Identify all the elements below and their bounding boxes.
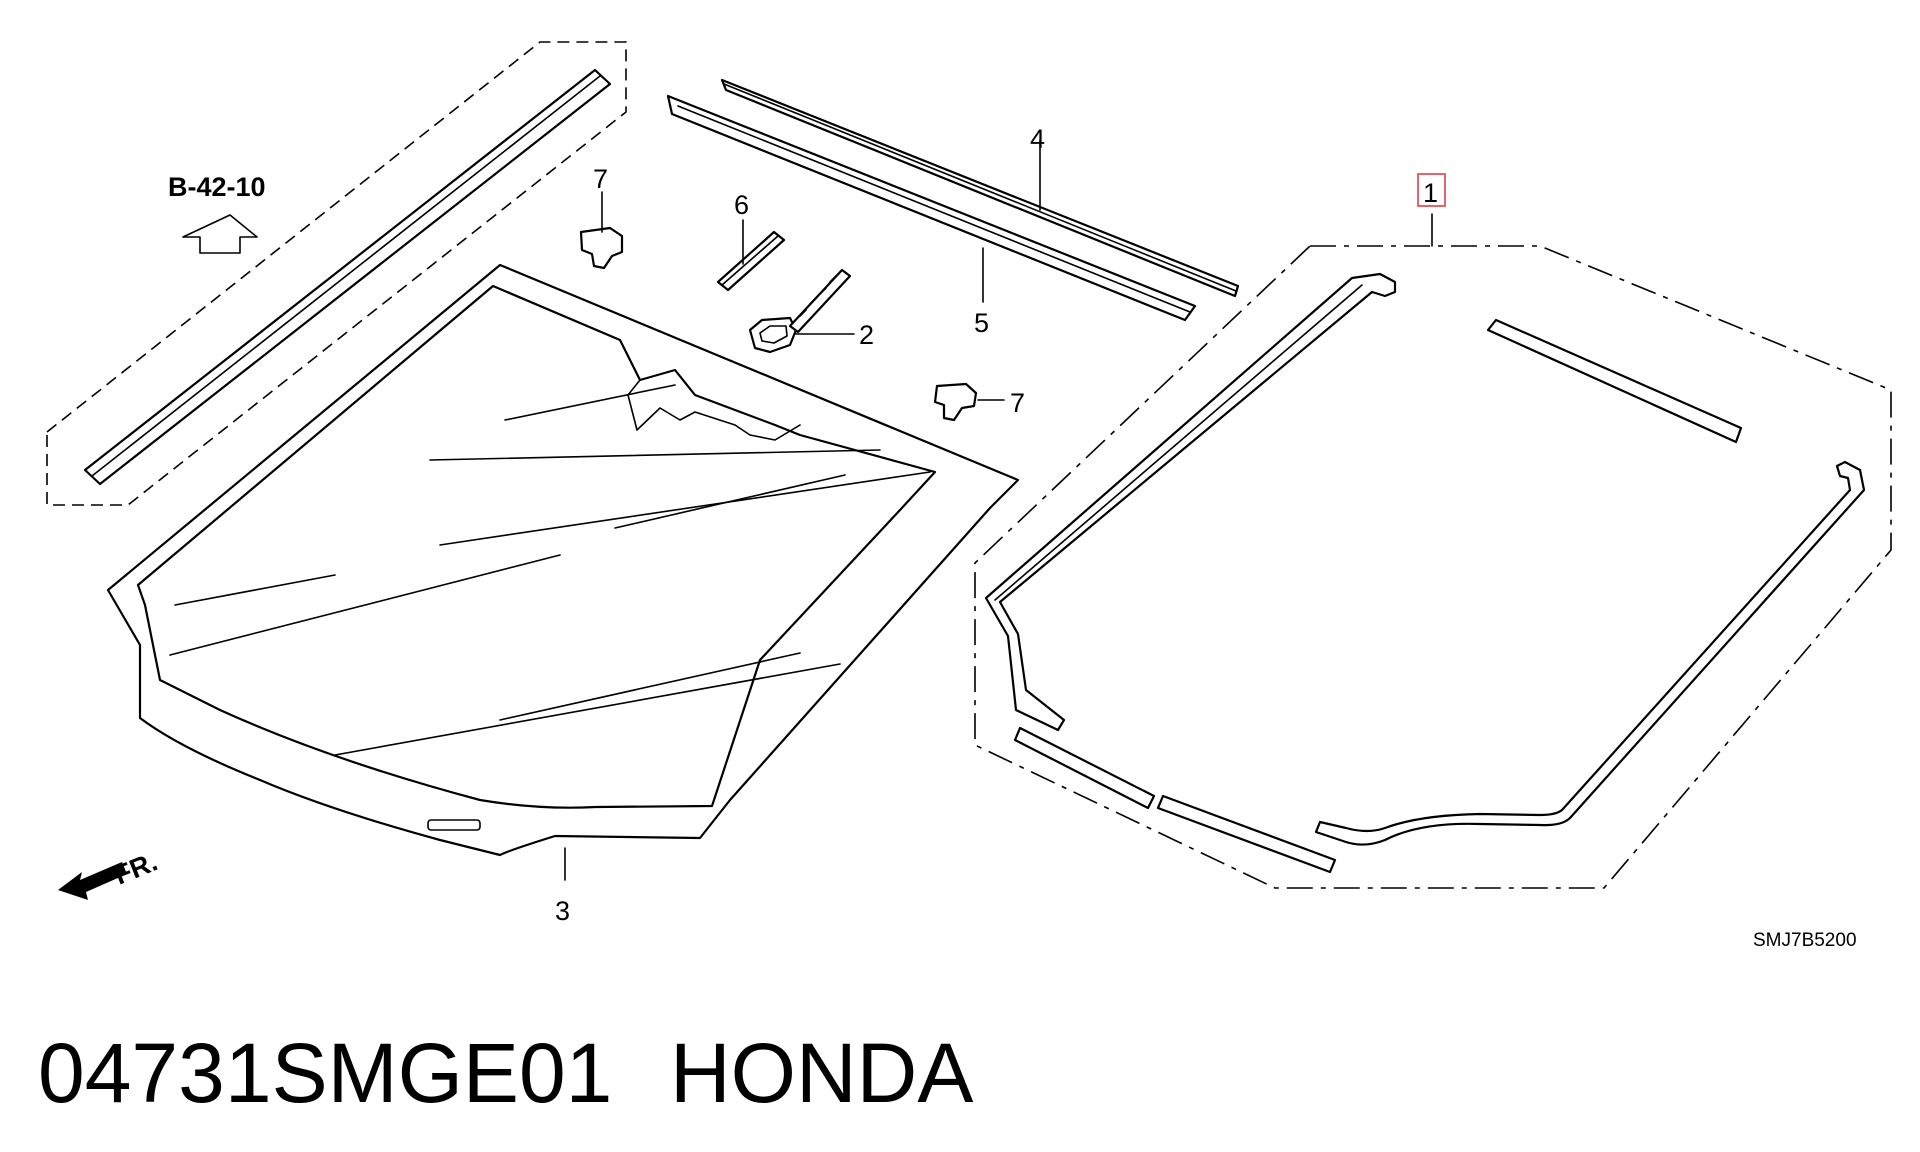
kit-1-molding-right — [1314, 460, 1866, 846]
kit-outline — [974, 245, 1892, 889]
front-arrow-icon — [58, 862, 127, 900]
clip-7-left — [579, 226, 624, 270]
callout-2[interactable]: 2 — [859, 320, 874, 350]
windshield-glass — [106, 263, 1020, 857]
drawing-code: SMJ7B5200 — [1753, 930, 1857, 951]
reference-molding-group — [46, 41, 627, 506]
kit-1-strip-bottom-b — [1156, 794, 1337, 874]
up-arrow-icon — [182, 214, 258, 254]
callout-6[interactable]: 6 — [734, 190, 749, 220]
callout-1-highlight — [1417, 173, 1446, 207]
kit-1-molding-left — [984, 272, 1397, 732]
molding-strip-4 — [720, 78, 1240, 298]
kit-1-strip-bottom-a — [1013, 726, 1156, 810]
callout-4[interactable]: 4 — [1030, 124, 1045, 154]
callout-7b[interactable]: 7 — [1010, 388, 1025, 418]
callout-7a[interactable]: 7 — [593, 164, 608, 194]
callout-5[interactable]: 5 — [974, 308, 989, 338]
clip-7-right — [933, 382, 978, 422]
molding-strip-5 — [666, 94, 1197, 322]
brand-name: HONDA — [670, 1026, 973, 1120]
front-marker-label: FR. — [110, 846, 162, 890]
bracket-2 — [748, 268, 852, 354]
callout-1[interactable]: 1 — [1423, 178, 1438, 208]
spacer-6 — [716, 230, 786, 292]
callout-3[interactable]: 3 — [555, 896, 570, 926]
part-number: 04731SMGE01 — [38, 1026, 612, 1120]
kit-1-strip-top — [1486, 318, 1743, 444]
reference-label[interactable]: B-42-10 — [168, 172, 266, 202]
